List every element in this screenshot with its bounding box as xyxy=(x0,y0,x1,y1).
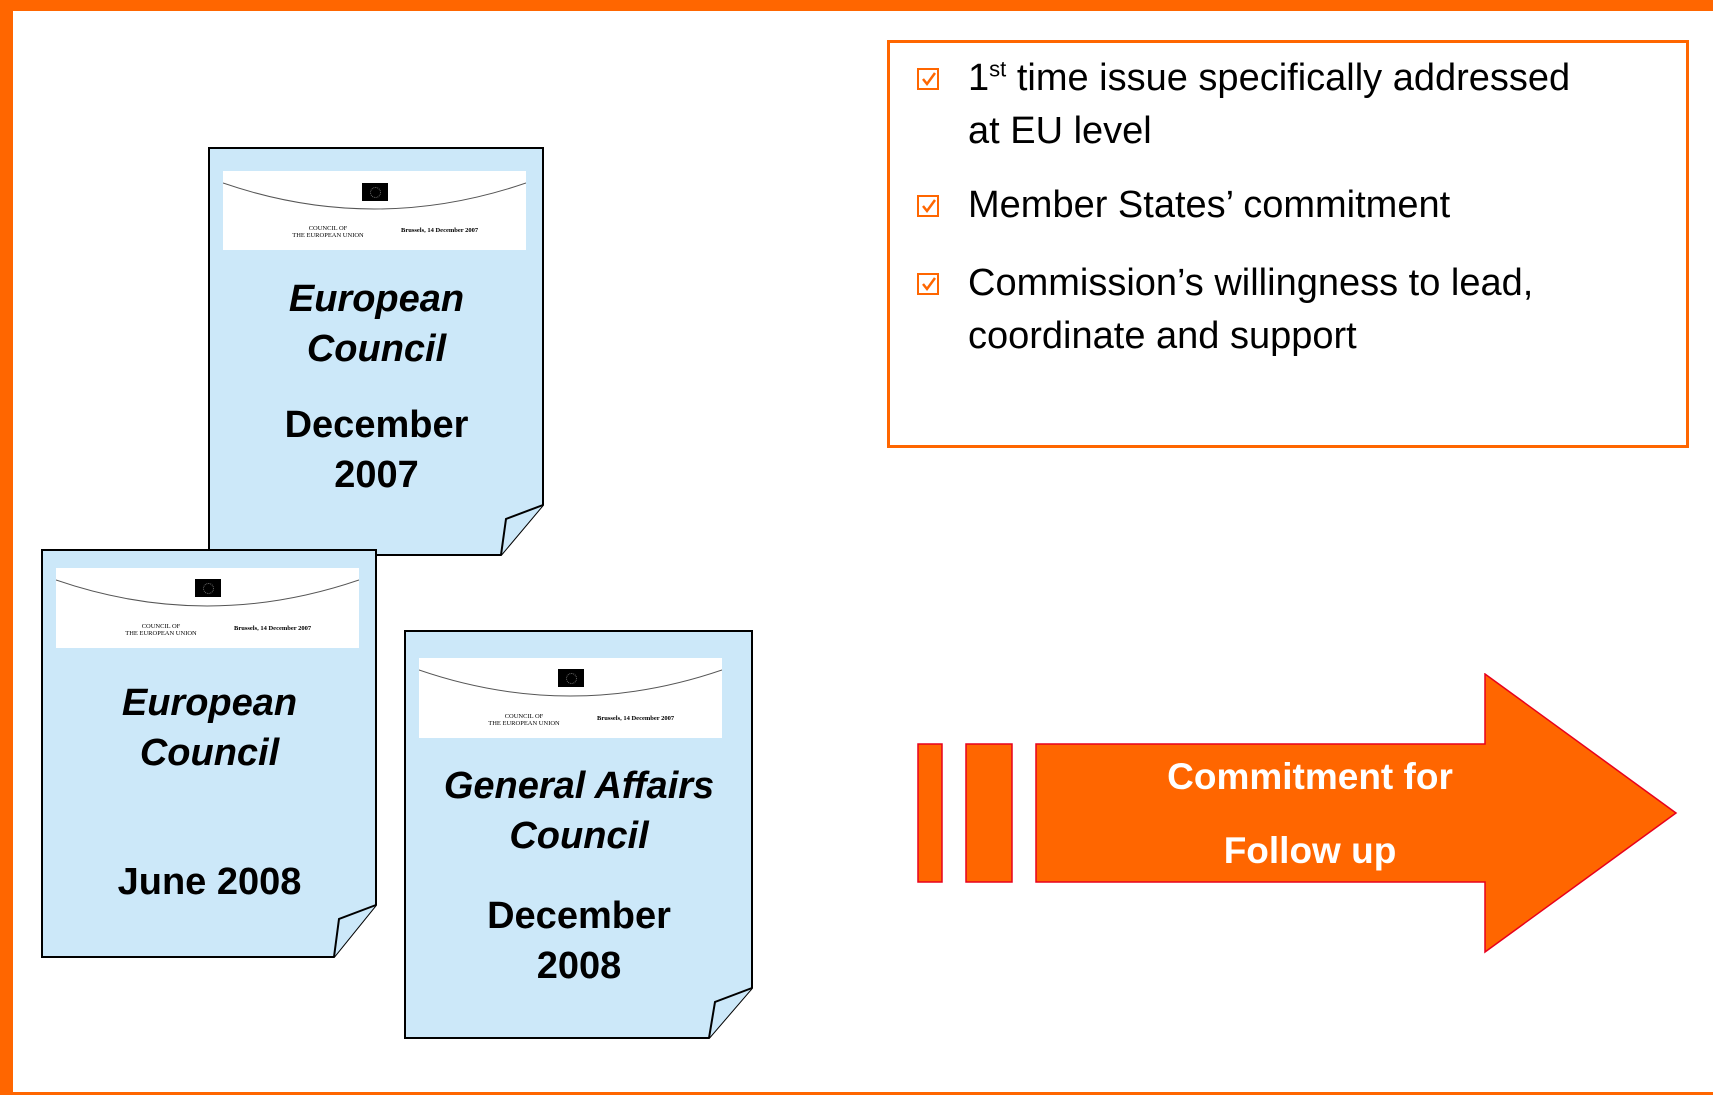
eu-flag-icon xyxy=(362,183,388,201)
document-date: December 2007 xyxy=(284,404,469,496)
document-date: June 2008 xyxy=(117,861,302,903)
checkbox-checked-icon xyxy=(917,68,939,90)
arrow-shape xyxy=(917,672,1678,954)
document-header-council: COUNCIL OF THE EUROPEAN UNION xyxy=(488,713,560,727)
checkbox-checked-icon xyxy=(917,195,939,217)
arrow-label-line1: Commitment for xyxy=(1167,756,1453,797)
document-header-place: Brussels, 14 December 2007 xyxy=(234,625,312,632)
commitment-arrow: Commitment for Follow up xyxy=(917,672,1680,962)
document-header: COUNCIL OF THE EUROPEAN UNION Brussels, … xyxy=(56,568,359,648)
document-european-council-2007: COUNCIL OF THE EUROPEAN UNION Brussels, … xyxy=(208,147,545,557)
document-title: European Council xyxy=(121,682,298,774)
document-header: COUNCIL OF THE EUROPEAN UNION Brussels, … xyxy=(419,658,722,738)
document-header-council: COUNCIL OF THE EUROPEAN UNION xyxy=(292,225,364,239)
document-title: European Council xyxy=(288,278,465,370)
checklist-item-first-time: 1st time issue specifically addressed at… xyxy=(968,56,1571,152)
checklist-item-commission: Commission’s willingness to lead, coordi… xyxy=(968,262,1534,357)
document-header-place: Brussels, 14 December 2007 xyxy=(401,227,479,234)
checkbox-checked-icon xyxy=(917,273,939,295)
arrow-label-line2: Follow up xyxy=(1223,830,1397,871)
document-header: COUNCIL OF THE EUROPEAN UNION Brussels, … xyxy=(223,171,526,250)
checklist-item-member-states: Member States’ commitment xyxy=(968,184,1451,226)
eu-flag-icon xyxy=(195,579,221,597)
document-date: December 2008 xyxy=(487,895,671,987)
paper-shape xyxy=(41,549,377,958)
document-title: General Affairs Council xyxy=(443,765,715,857)
document-general-affairs-council-2008: COUNCIL OF THE EUROPEAN UNION Brussels, … xyxy=(404,630,754,1040)
document-header-place: Brussels, 14 December 2007 xyxy=(597,715,675,722)
document-european-council-2008: COUNCIL OF THE EUROPEAN UNION Brussels, … xyxy=(41,549,378,959)
checklist-box xyxy=(887,40,1689,448)
document-header-council: COUNCIL OF THE EUROPEAN UNION xyxy=(125,623,197,637)
eu-flag-icon xyxy=(558,669,584,687)
